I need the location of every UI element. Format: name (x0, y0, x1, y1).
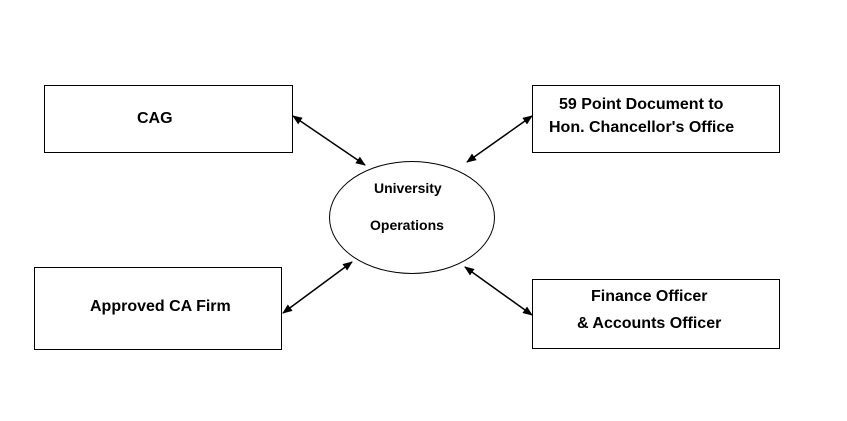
chancellor-document-label-line2: Hon. Chancellor's Office (549, 119, 735, 136)
chancellor-document-label-line1: 59 Point Document to (559, 96, 724, 113)
finance-officer-label-line1: Finance Officer (591, 288, 708, 305)
ca-firm-box: Approved CA Firm (34, 267, 282, 350)
connector-ca-firm-university (282, 261, 353, 314)
ca-firm-label: Approved CA Firm (90, 298, 231, 315)
finance-officer-label-line2: & Accounts Officer (577, 315, 722, 332)
cag-box: CAG (44, 85, 293, 153)
finance-officer-box: Finance Officer & Accounts Officer (532, 279, 780, 349)
university-operations-ellipse: University Operations (329, 161, 495, 274)
connector-cag-university (292, 115, 366, 166)
connector-finance-officer-university (464, 266, 533, 316)
university-operations-label-line2: Operations (370, 217, 444, 233)
university-operations-label-line1: University (374, 180, 442, 196)
connector-chancellor-document-university (466, 115, 533, 163)
cag-label: CAG (137, 110, 173, 127)
chancellor-document-box: 59 Point Document to Hon. Chancellor's O… (532, 85, 780, 153)
